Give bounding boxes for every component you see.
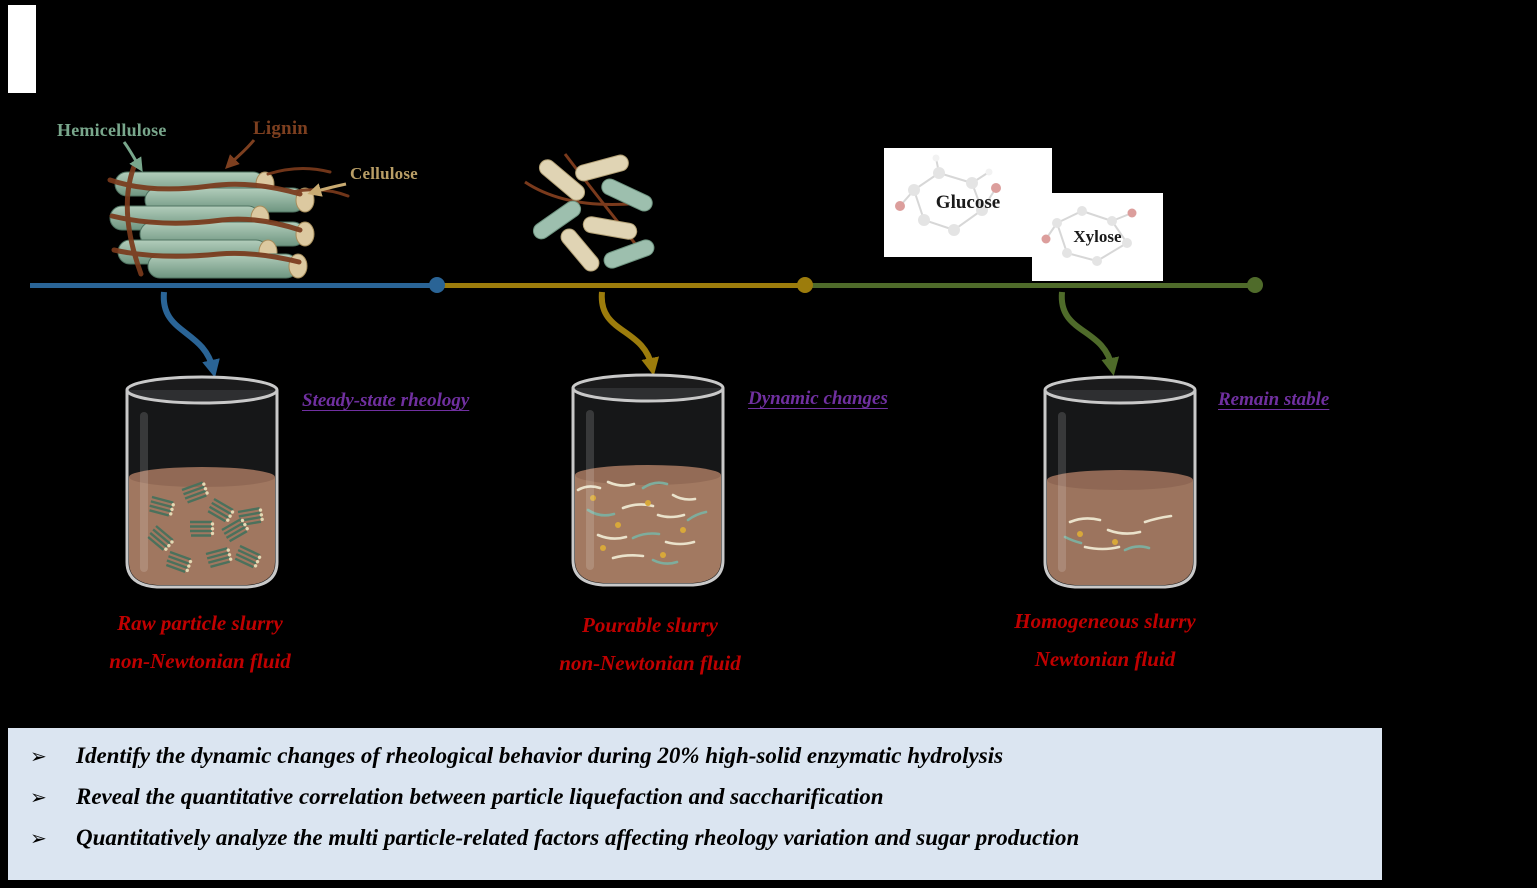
xylose-molecule-art [1041, 206, 1137, 266]
cellulose-arrow [307, 182, 347, 197]
stage2-caption: Pourable slurry non-Newtonian fluid [470, 606, 830, 682]
stage1-caption-line2: non-Newtonian fluid [109, 649, 291, 673]
stage2-caption-line2: non-Newtonian fluid [559, 651, 741, 675]
stage1-caption-line1: Raw particle slurry [117, 611, 283, 635]
hemicellulose-label: Hemicellulose [57, 120, 167, 140]
objective-text-1: Identify the dynamic changes of rheologi… [76, 743, 1004, 768]
objective-row-1: ➢ Identify the dynamic changes of rheolo… [30, 741, 1364, 771]
timeline-segment-stage1 [30, 283, 437, 288]
stage3-caption: Homogeneous slurry Newtonian fluid [925, 602, 1285, 678]
xylose-label: Xylose [1073, 227, 1122, 246]
glucose-molecule-box: Glucose [884, 148, 1052, 257]
objective-text-3: Quantitatively analyze the multi particl… [76, 825, 1080, 850]
phase-label-steady-state: Steady-state rheology [302, 390, 470, 411]
xylose-molecule-box: Xylose [1032, 193, 1163, 281]
stage2-arrow [598, 291, 660, 376]
beaker-raw-slurry [125, 375, 279, 589]
pourable-slurry-fibers [576, 480, 708, 565]
particle-rods [524, 153, 655, 272]
stage1-caption: Raw particle slurry non-Newtonian fluid [20, 604, 380, 680]
objective-row-2: ➢ Reveal the quantitative correlation be… [30, 782, 1364, 812]
lignocellulose-structure-illustration [107, 139, 350, 279]
stage2-caption-line1: Pourable slurry [582, 613, 718, 637]
lignin-arrow [225, 139, 256, 169]
bullet-arrow-icon: ➢ [30, 826, 47, 850]
bullet-arrow-icon: ➢ [30, 744, 47, 768]
glucose-molecule-art [895, 154, 1001, 236]
lignin-label: Lignin [253, 118, 309, 139]
phase-label-remain-stable: Remain stable [1218, 389, 1330, 410]
hemicellulose-arrow [122, 141, 143, 172]
stage3-arrow [1058, 291, 1120, 376]
hydrolyzed-particle-cluster [524, 153, 655, 272]
cellulose-label: Cellulose [350, 164, 418, 183]
objective-row-3: ➢ Quantitatively analyze the multi parti… [30, 823, 1364, 853]
bullet-arrow-icon: ➢ [30, 785, 47, 809]
timeline-node-1 [429, 277, 445, 293]
timeline-segment-stage2 [437, 283, 805, 288]
cellulose-microfibril-bundle [109, 171, 315, 279]
timeline-segment-stage3 [805, 283, 1255, 288]
phase-label-dynamic-changes: Dynamic changes [748, 388, 888, 409]
stage3-caption-line1: Homogeneous slurry [1014, 609, 1196, 633]
glucose-label: Glucose [935, 191, 1001, 213]
beaker-pourable-slurry [571, 373, 725, 587]
objective-text-2: Reveal the quantitative correlation betw… [76, 784, 884, 809]
homogeneous-slurry-fibers [1063, 514, 1173, 552]
stage1-arrow [160, 291, 220, 378]
stage3-caption-line2: Newtonian fluid [1034, 647, 1176, 671]
objectives-panel: ➢ Identify the dynamic changes of rheolo… [8, 728, 1382, 880]
slide-corner-mark [8, 5, 36, 93]
lignin-ribbons [107, 161, 350, 277]
timeline-node-2 [797, 277, 813, 293]
beaker-homogeneous-slurry [1043, 375, 1197, 589]
timeline-node-3 [1247, 277, 1263, 293]
